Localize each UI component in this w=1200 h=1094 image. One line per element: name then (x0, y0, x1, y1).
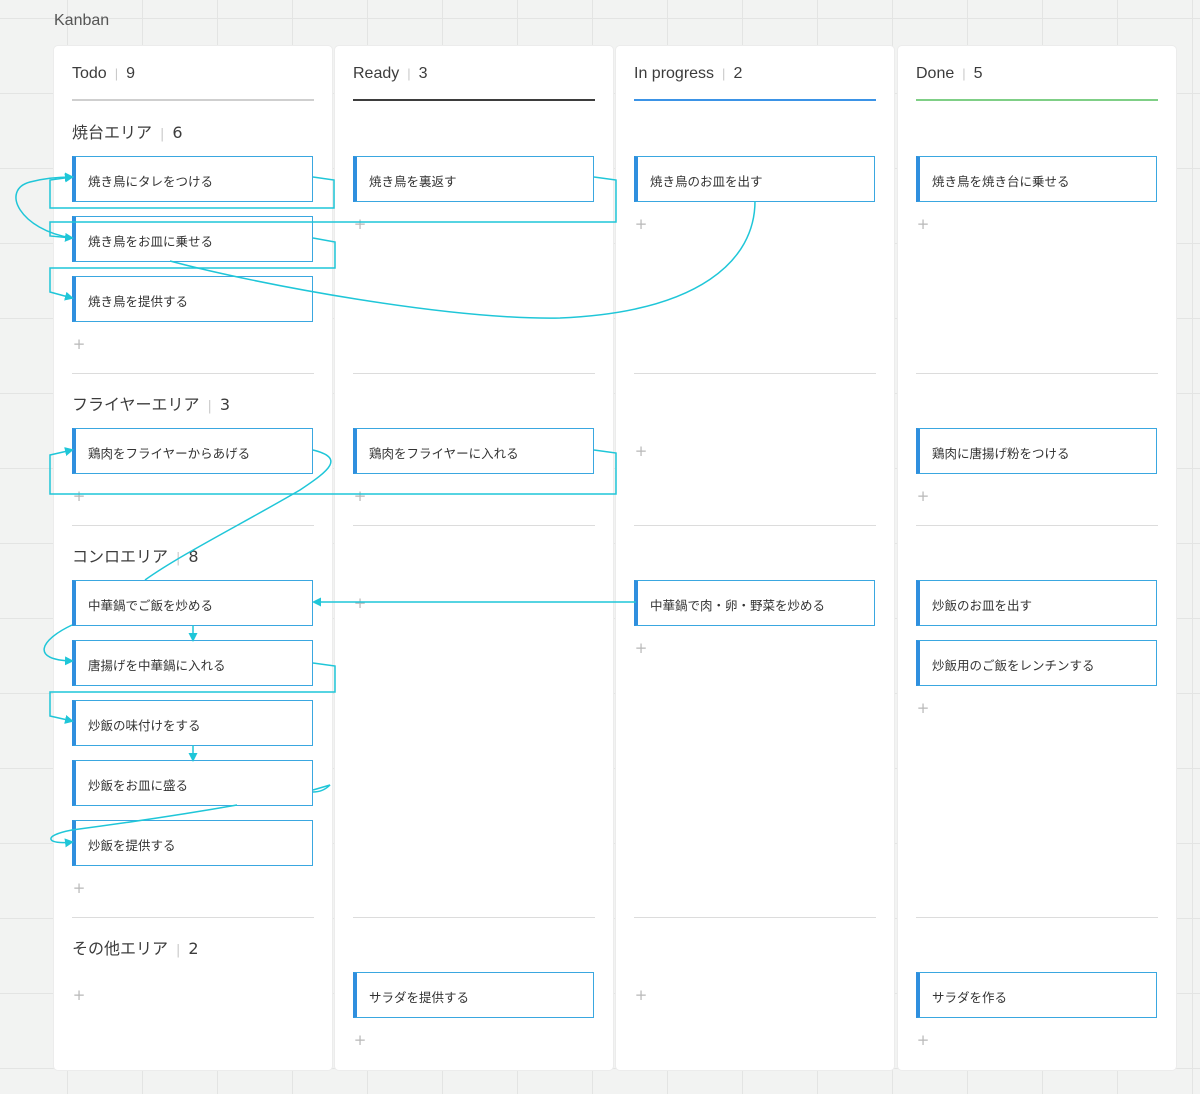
card[interactable]: 焼き鳥にタレをつける (72, 156, 313, 202)
card[interactable]: 唐揚げを中華鍋に入れる (72, 640, 313, 686)
column-done: Done|5 焼き鳥を焼き台に乗せる + 鶏肉に唐揚げ粉をつける + 炒飯のお皿… (898, 46, 1176, 1070)
lane-divider (72, 917, 314, 918)
add-card-button[interactable]: + (353, 487, 367, 505)
card[interactable]: 焼き鳥を提供する (72, 276, 313, 322)
add-card-button[interactable]: + (634, 639, 648, 657)
column-title: Done (916, 65, 955, 82)
card[interactable]: 炒飯用のご飯をレンチンする (916, 640, 1157, 686)
board-title: Kanban (54, 12, 110, 29)
card[interactable]: 鶏肉に唐揚げ粉をつける (916, 428, 1157, 474)
add-card-button[interactable]: + (353, 1031, 367, 1049)
add-card-button[interactable]: + (634, 442, 648, 460)
column-header-ready[interactable]: Ready|3 (353, 46, 595, 102)
card[interactable]: 焼き鳥を裏返す (353, 156, 594, 202)
lane-title-grill: 焼台エリア|6 (72, 123, 183, 142)
lane-divider (72, 525, 314, 526)
card[interactable]: 炒飯を提供する (72, 820, 313, 866)
lane-title-other: その他エリア|2 (72, 939, 199, 958)
card[interactable]: 炒飯をお皿に盛る (72, 760, 313, 806)
lane-divider (916, 525, 1158, 526)
card[interactable]: 焼き鳥を焼き台に乗せる (916, 156, 1157, 202)
column-count: 9 (126, 65, 135, 82)
add-card-button[interactable]: + (916, 487, 930, 505)
column-accent-line (72, 99, 314, 101)
column-count: 5 (973, 65, 983, 82)
column-accent-line (634, 99, 876, 101)
column-header-todo[interactable]: Todo|9 (72, 46, 314, 102)
column-header-done[interactable]: Done|5 (916, 46, 1158, 102)
lane-divider (72, 373, 314, 374)
column-header-in-progress[interactable]: In progress|2 (634, 46, 876, 102)
card[interactable]: 焼き鳥をお皿に乗せる (72, 216, 313, 262)
card[interactable]: サラダを作る (916, 972, 1157, 1018)
column-ready: Ready|3 焼き鳥を裏返す + 鶏肉をフライヤーに入れる + + サラダを提… (335, 46, 613, 1070)
column-in-progress: In progress|2 焼き鳥のお皿を出す + + 中華鍋で肉・卵・野菜を炒… (616, 46, 894, 1070)
card[interactable]: 鶏肉をフライヤーからあげる (72, 428, 313, 474)
column-title: In progress (634, 65, 715, 82)
card[interactable]: 炒飯の味付けをする (72, 700, 313, 746)
column-accent-line (916, 99, 1158, 101)
lane-divider (634, 917, 876, 918)
lane-title-stove: コンロエリア|8 (72, 547, 199, 566)
add-card-button[interactable]: + (916, 699, 930, 717)
card[interactable]: 中華鍋で肉・卵・野菜を炒める (634, 580, 875, 626)
card[interactable]: 焼き鳥のお皿を出す (634, 156, 875, 202)
card[interactable]: 中華鍋でご飯を炒める (72, 580, 313, 626)
lane-divider (634, 373, 876, 374)
add-card-button[interactable]: + (634, 215, 648, 233)
lane-divider (634, 525, 876, 526)
lane-divider (916, 373, 1158, 374)
lane-divider (916, 917, 1158, 918)
lane-divider (353, 373, 595, 374)
add-card-button[interactable]: + (353, 215, 367, 233)
add-card-button[interactable]: + (72, 879, 86, 897)
lane-divider (353, 917, 595, 918)
column-accent-line (353, 99, 595, 101)
add-card-button[interactable]: + (72, 487, 86, 505)
column-title: Todo (72, 65, 107, 82)
card[interactable]: 鶏肉をフライヤーに入れる (353, 428, 594, 474)
add-card-button[interactable]: + (72, 335, 86, 353)
add-card-button[interactable]: + (353, 594, 367, 612)
add-card-button[interactable]: + (916, 1031, 930, 1049)
card[interactable]: 炒飯のお皿を出す (916, 580, 1157, 626)
column-count: 3 (418, 65, 428, 82)
lane-divider (353, 525, 595, 526)
lane-title-fryer: フライヤーエリア|3 (72, 395, 231, 414)
column-todo: Todo|9 焼台エリア|6 焼き鳥にタレをつける 焼き鳥をお皿に乗せる 焼き鳥… (54, 46, 332, 1070)
add-card-button[interactable]: + (916, 215, 930, 233)
card[interactable]: サラダを提供する (353, 972, 594, 1018)
column-count: 2 (733, 65, 743, 82)
add-card-button[interactable]: + (634, 986, 648, 1004)
column-title: Ready (353, 65, 400, 82)
add-card-button[interactable]: + (72, 986, 86, 1004)
